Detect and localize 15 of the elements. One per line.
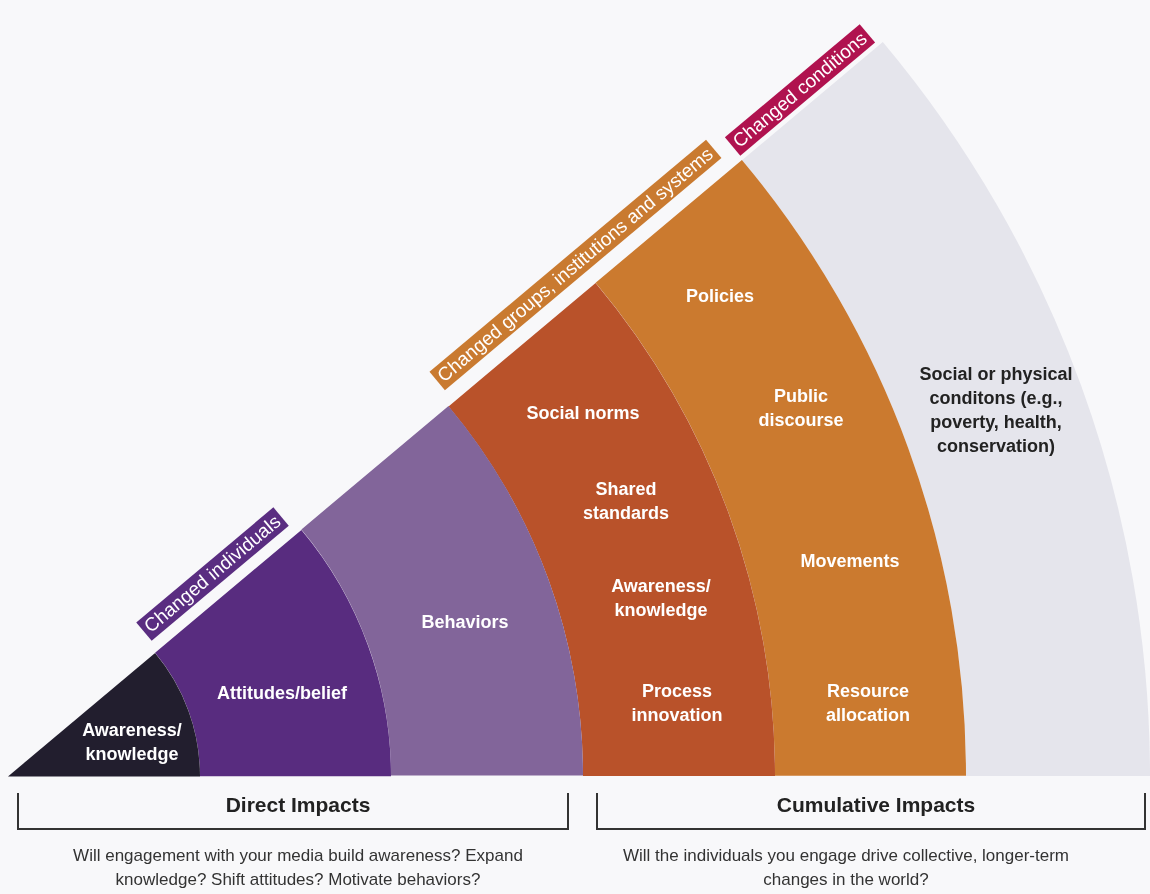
band-label: Awareness/ knowledge — [610, 575, 712, 622]
band-label: Resource allocation — [825, 680, 911, 727]
band-label: Public discourse — [757, 385, 845, 432]
section-heading: Direct Impacts — [225, 793, 371, 817]
band-label: Shared standards — [582, 478, 670, 525]
question-text: Will engagement with your media build awareness? Expand knowledge? Shift attitudes? Motivate behaviors? — [72, 845, 524, 891]
section-heading: Cumulative Impacts — [776, 793, 976, 817]
band-label: Social or physical conditons (e.g., poverty, health, conservation) — [918, 363, 1074, 458]
question-text: Will the individuals you engage drive collective, longer-term changes in the world? — [622, 845, 1070, 891]
band-label: Behaviors — [420, 611, 510, 634]
band-label: Process innovation — [630, 680, 724, 727]
band-label: Movements — [799, 550, 901, 573]
band-label: Attitudes/belief — [216, 682, 348, 705]
band-label: Social norms — [525, 402, 641, 425]
band-label: Awareness/ knowledge — [81, 719, 183, 766]
